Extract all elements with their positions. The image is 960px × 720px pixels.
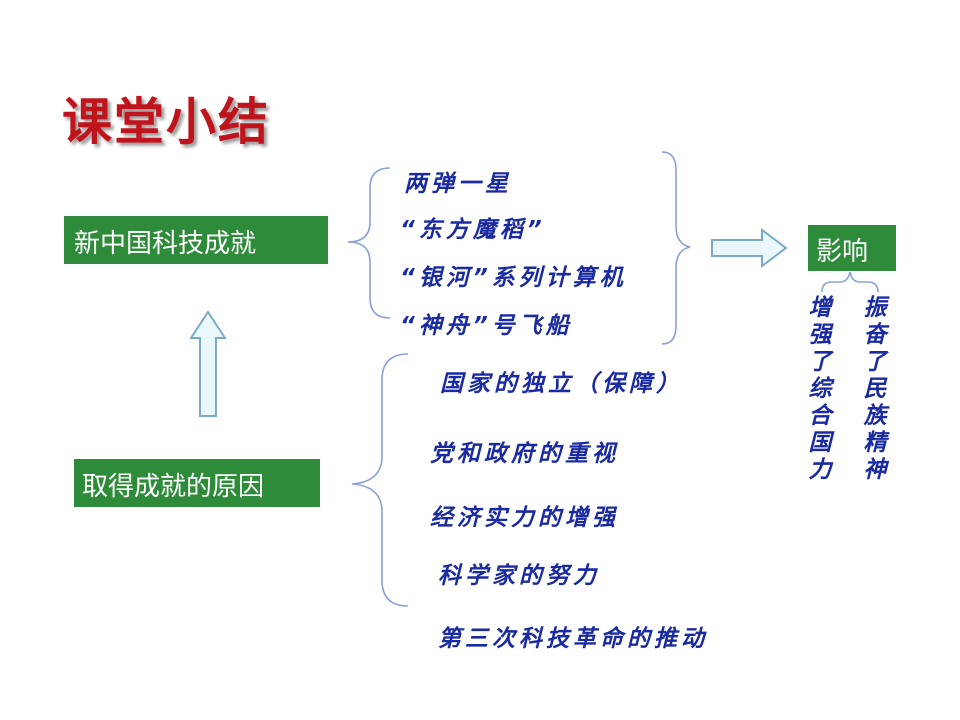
reason-item: 经济实力的增强 xyxy=(430,505,619,531)
achievement-item: 两弹一星 xyxy=(404,171,512,197)
up-arrow xyxy=(189,310,227,417)
reason-item: 国家的独立（保障） xyxy=(440,371,683,397)
impact-brace xyxy=(821,271,879,293)
achievements-right-brace xyxy=(661,151,691,345)
reason-item: 科学家的努力 xyxy=(438,563,600,589)
achievements-box: 新中国科技成就 xyxy=(64,216,328,264)
impact-item: 增强了综合国力 xyxy=(804,295,830,484)
achievements-left-brace xyxy=(347,167,391,319)
achievement-item: “银河”系列计算机 xyxy=(400,265,627,291)
right-arrow xyxy=(711,228,788,268)
reason-item: 第三次科技革命的推动 xyxy=(438,626,708,652)
reasons-left-brace xyxy=(351,353,409,607)
impact-box: 影响 xyxy=(808,225,896,271)
impact-item: 振奋了民族精神 xyxy=(859,295,885,484)
page-title: 课堂小结 xyxy=(62,92,270,151)
achievement-item: “神舟”号飞船 xyxy=(400,313,573,339)
reasons-box: 取得成就的原因 xyxy=(74,459,320,507)
achievement-item: “东方魔稻” xyxy=(400,217,546,243)
reason-item: 党和政府的重视 xyxy=(430,441,619,467)
